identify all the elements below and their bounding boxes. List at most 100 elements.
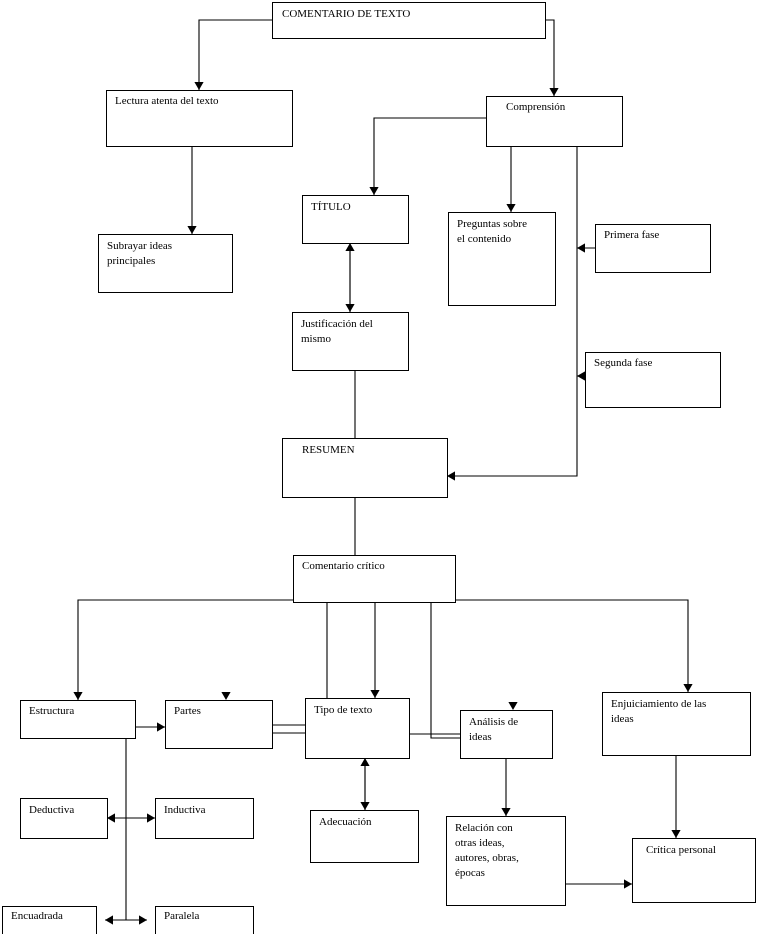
node-box[interactable] bbox=[305, 698, 410, 759]
node-box[interactable] bbox=[293, 555, 456, 603]
connector-e-primera-fase-to-spine bbox=[577, 243, 595, 253]
connector-e-segunda-fase-to-spine bbox=[577, 371, 585, 381]
node-adecuacion[interactable]: Adecuación bbox=[310, 810, 419, 863]
connector-line bbox=[77, 599, 293, 700]
connector-e-estructura-to-partes bbox=[135, 722, 165, 732]
node-label: Tipo de texto bbox=[314, 704, 373, 716]
node-box[interactable] bbox=[282, 438, 448, 498]
node-comprension[interactable]: Comprensión bbox=[486, 96, 623, 147]
node-box[interactable] bbox=[595, 224, 711, 273]
connector-line bbox=[545, 19, 555, 96]
node-box[interactable] bbox=[155, 906, 254, 934]
node-label: Estructura bbox=[29, 705, 74, 717]
arrowhead-down-icon bbox=[73, 692, 83, 700]
node-comentario-critico[interactable]: Comentario crítico bbox=[293, 555, 456, 603]
node-box[interactable] bbox=[460, 710, 553, 759]
node-box[interactable] bbox=[448, 212, 556, 306]
node-paralela[interactable]: Paralela bbox=[155, 906, 254, 934]
node-label: Comentario crítico bbox=[302, 560, 385, 572]
connector-e-comprension-to-preguntas bbox=[506, 146, 516, 212]
connector-e-deductiva-inductiva-right bbox=[126, 813, 155, 823]
node-box[interactable] bbox=[20, 700, 136, 739]
node-box[interactable] bbox=[292, 312, 409, 371]
node-primera-fase[interactable]: Primera fase bbox=[595, 224, 711, 273]
arrowhead-up-icon bbox=[360, 758, 370, 766]
node-box[interactable] bbox=[2, 906, 97, 934]
connector-line bbox=[198, 19, 272, 90]
node-comentario-de-texto[interactable]: COMENTARIO DE TEXTO bbox=[272, 2, 546, 39]
node-label: Crítica personal bbox=[646, 844, 716, 856]
node-box[interactable] bbox=[585, 352, 721, 408]
node-label: Inductiva bbox=[164, 804, 206, 816]
connector-e-justificacion-titulo-up bbox=[345, 243, 355, 312]
node-critica-personal[interactable]: Crítica personal bbox=[632, 838, 756, 903]
arrowhead-down-icon bbox=[370, 690, 380, 698]
node-box[interactable] bbox=[155, 798, 254, 839]
node-box[interactable] bbox=[602, 692, 751, 756]
connector-e-comentario-to-enjuiciamiento bbox=[455, 599, 693, 692]
node-box[interactable] bbox=[632, 838, 756, 903]
node-box[interactable] bbox=[106, 90, 293, 147]
arrowhead-down-icon bbox=[194, 82, 204, 90]
node-label: Comprensión bbox=[506, 101, 566, 113]
node-box[interactable] bbox=[310, 810, 419, 863]
connector-e-comprension-to-resumen bbox=[447, 146, 578, 481]
node-label: Lectura atenta del texto bbox=[115, 95, 219, 107]
node-titulo[interactable]: TÍTULO bbox=[302, 195, 409, 244]
connector-e-relacion-to-critica bbox=[565, 879, 632, 889]
node-deductiva[interactable]: Deductiva bbox=[20, 798, 108, 839]
connector-e-comprension-to-titulo bbox=[369, 117, 486, 195]
node-tipo-de-texto[interactable]: Tipo de texto bbox=[305, 698, 410, 759]
node-resumen[interactable]: RESUMEN bbox=[282, 438, 448, 498]
connector-e-comentario-to-tipo bbox=[370, 602, 380, 698]
node-partes[interactable]: Partes bbox=[165, 700, 273, 749]
node-box[interactable] bbox=[165, 700, 273, 749]
arrowhead-right-icon bbox=[157, 722, 165, 732]
connector-e-adecuacion-to-tipo bbox=[360, 758, 370, 810]
arrowhead-right-icon bbox=[624, 879, 632, 889]
arrowhead-right-icon bbox=[147, 813, 155, 823]
arrowhead-down-icon bbox=[221, 692, 231, 700]
node-label: TÍTULO bbox=[311, 201, 351, 213]
node-label: Deductiva bbox=[29, 804, 74, 816]
node-lectura-atenta-del-texto[interactable]: Lectura atenta del texto bbox=[106, 90, 293, 147]
arrowhead-down-icon bbox=[508, 702, 518, 710]
node-segunda-fase[interactable]: Segunda fase bbox=[585, 352, 721, 408]
connector-e-deductiva-inductiva-left bbox=[107, 813, 126, 823]
arrowhead-down-icon bbox=[369, 187, 379, 195]
node-estructura[interactable]: Estructura bbox=[20, 700, 136, 739]
node-label: Partes bbox=[174, 705, 201, 717]
connector-e-titulo-to-lectura bbox=[194, 19, 272, 90]
node-box[interactable] bbox=[272, 2, 546, 39]
node-box[interactable] bbox=[446, 816, 566, 906]
arrowhead-down-icon bbox=[501, 808, 511, 816]
node-label: Encuadrada bbox=[11, 910, 63, 922]
arrowhead-down-icon bbox=[506, 204, 516, 212]
node-label: RESUMEN bbox=[302, 444, 355, 456]
arrowhead-down-icon bbox=[671, 830, 681, 838]
arrowhead-left-icon bbox=[105, 915, 113, 925]
node-box[interactable] bbox=[98, 234, 233, 293]
arrowhead-up-icon bbox=[345, 243, 355, 251]
arrowhead-down-icon bbox=[683, 684, 693, 692]
node-box[interactable] bbox=[20, 798, 108, 839]
node-label: Adecuación bbox=[319, 816, 372, 828]
node-encuadrada[interactable]: Encuadrada bbox=[2, 906, 97, 934]
node-label: Segunda fase bbox=[594, 357, 652, 369]
node-inductiva[interactable]: Inductiva bbox=[155, 798, 254, 839]
node-box[interactable] bbox=[302, 195, 409, 244]
node-box[interactable] bbox=[486, 96, 623, 147]
